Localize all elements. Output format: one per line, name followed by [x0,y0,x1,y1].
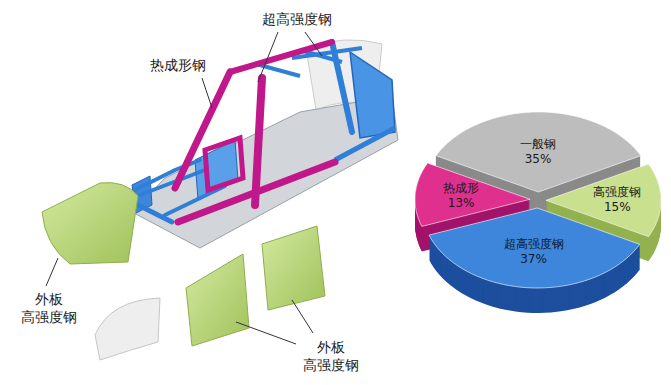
pie-sides [415,113,661,313]
leader-line [46,258,58,286]
front-door-panel [186,254,249,346]
slice-value: 15% [593,200,641,215]
slice-value: 35% [520,152,556,167]
part-label: 外板 高强度钢 [300,338,362,374]
rear-door-panel [262,226,325,310]
leader-line [258,32,322,82]
pie-slice: 超高强度钢37% [429,208,640,288]
roof-rail [230,42,332,72]
slice-label: 超高强度钢37% [504,237,564,267]
hood-panel [42,183,138,264]
leader-line [202,78,212,108]
slice-name: 高强度钢 [593,185,641,200]
label-box: 热成形钢 [150,56,206,74]
slice-label: 热成形13% [443,181,479,211]
part-label: 外板 高强度钢 [18,290,80,326]
b-pillar [255,78,262,205]
label-box: 超高强度钢 [262,10,332,28]
label-box: 外板 高强度钢 [18,290,80,326]
slice-name: 热成形 [443,181,479,196]
slice-value: 37% [504,252,564,267]
label-box: 外板 高强度钢 [300,338,362,374]
slice-name: 一般钢 [520,137,556,152]
slice-label: 一般钢35% [520,137,556,167]
side-sill [178,162,335,222]
slice-name: 超高强度钢 [504,237,564,252]
fender-panel [95,298,160,360]
rear-panel [350,52,395,138]
hinge-frame [205,138,243,190]
part-label: 热成形钢 [150,56,206,74]
slice-label: 高强度钢15% [593,185,641,215]
part-label: 超高强度钢 [262,10,332,28]
slice-value: 13% [443,196,479,211]
slice-side [436,113,641,217]
rear-rail [335,128,395,160]
leader-line [236,300,313,344]
c-pillar [332,42,352,132]
slice-face [429,208,640,288]
a-pillar [175,72,230,188]
